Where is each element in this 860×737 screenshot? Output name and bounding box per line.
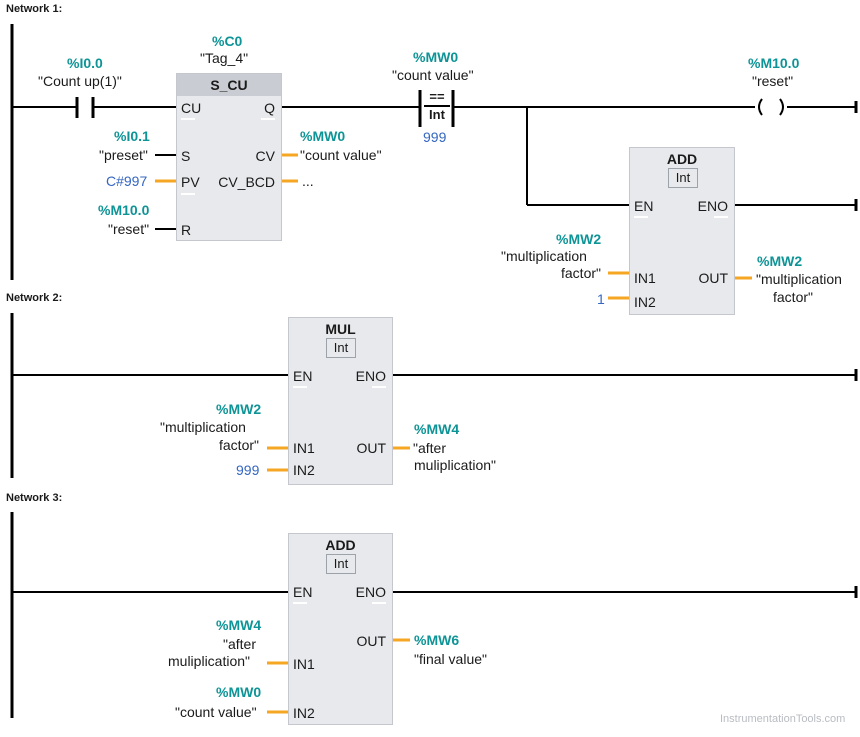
- add3-in1-tag-line1: "after: [223, 636, 256, 652]
- counter-tag: "Tag_4": [200, 50, 249, 66]
- contact-tag: "Count up(1)": [38, 73, 122, 89]
- pin-en: EN: [293, 584, 313, 600]
- pin-in1: IN1: [634, 270, 656, 286]
- pin-r: R: [181, 222, 192, 238]
- compare-tag: "count value": [392, 67, 474, 83]
- counter-address: %C0: [212, 33, 243, 49]
- add3-in2-tag: "count value": [175, 704, 257, 720]
- pin-pv: PV: [181, 174, 200, 190]
- add3-block-name: ADD: [325, 537, 356, 553]
- add3-in2-address: %MW0: [216, 684, 262, 700]
- pin-in2: IN2: [293, 462, 315, 478]
- add-block-type: Int: [668, 168, 698, 188]
- pin-in2: IN2: [634, 294, 656, 310]
- add3-block-type: Int: [326, 554, 356, 574]
- mul-in1-tag-line2: factor": [219, 437, 259, 453]
- add1-in1-tag-line1: "multiplication: [501, 248, 587, 264]
- mul-in1-tag-line1: "multiplication: [160, 419, 246, 435]
- pin-q: Q: [264, 100, 275, 116]
- mul-out-tag-line1: "after: [413, 440, 446, 456]
- compare-value: 999: [423, 129, 447, 145]
- pv-value: C#997: [106, 173, 148, 189]
- s-address: %I0.1: [114, 128, 150, 144]
- r-tag: "reset": [108, 221, 150, 237]
- pin-eno: ENO: [697, 198, 728, 214]
- mul-block-name: MUL: [325, 321, 356, 337]
- contact-address: %I0.0: [67, 55, 103, 71]
- pin-out: OUT: [356, 633, 386, 649]
- pin-out: OUT: [356, 440, 386, 456]
- s-tag: "preset": [99, 147, 148, 163]
- r-address: %M10.0: [98, 202, 150, 218]
- pin-in1: IN1: [293, 440, 315, 456]
- mul-out-address: %MW4: [414, 421, 460, 437]
- cv-bcd-value: ...: [302, 173, 314, 189]
- add-block-network-1[interactable]: ADD Int EN ENO IN1 IN2 OUT: [629, 147, 735, 315]
- add3-in1-address: %MW4: [216, 617, 262, 633]
- add1-in1-tag-line2: factor": [561, 265, 601, 281]
- mul-block[interactable]: MUL Int EN ENO IN1 IN2 OUT: [288, 317, 393, 485]
- add1-in2-value: 1: [597, 291, 605, 307]
- pin-eno: ENO: [355, 368, 386, 384]
- mul-in1-address: %MW2: [216, 401, 262, 417]
- cv-address: %MW0: [300, 128, 346, 144]
- pin-cv-bcd: CV_BCD: [218, 174, 275, 190]
- watermark: InstrumentationTools.com: [720, 713, 846, 725]
- coil-left-arc: [758, 98, 763, 116]
- pin-eno: ENO: [355, 584, 386, 600]
- network-3-title: Network 3:: [6, 492, 63, 504]
- add1-out-address: %MW2: [757, 253, 803, 269]
- coil-tag: "reset": [752, 73, 794, 89]
- pin-cv: CV: [255, 148, 275, 164]
- add3-out-address: %MW6: [414, 632, 460, 648]
- network-1-title: Network 1:: [6, 3, 63, 15]
- pin-s: S: [181, 148, 191, 164]
- mul-block-type: Int: [326, 338, 356, 358]
- network-2-title: Network 2:: [6, 292, 63, 304]
- add3-out-tag: "final value": [414, 651, 487, 667]
- pin-in1: IN1: [293, 656, 315, 672]
- compare-address: %MW0: [413, 49, 459, 65]
- add1-in1-address: %MW2: [556, 231, 602, 247]
- coil-address: %M10.0: [748, 55, 800, 71]
- pin-en: EN: [634, 198, 654, 214]
- compare-instruction[interactable]: == Int: [421, 90, 453, 122]
- add-block-network-3[interactable]: ADD Int EN ENO IN1 IN2 OUT: [288, 533, 393, 725]
- coil-right-arc: [779, 98, 784, 116]
- add-block-name: ADD: [666, 151, 698, 167]
- counter-block-s-cu[interactable]: S_CU CU Q S CV PV CV_BCD R: [176, 73, 282, 241]
- compare-type: Int: [429, 107, 445, 122]
- add3-in1-tag-line2: muliplication": [168, 653, 251, 669]
- mul-in2-value: 999: [236, 462, 260, 478]
- add1-out-tag-line2: factor": [773, 289, 813, 305]
- pin-in2: IN2: [293, 705, 315, 721]
- add1-out-tag-line1: "multiplication: [756, 271, 842, 287]
- mul-out-tag-line2: muliplication": [414, 457, 497, 473]
- pin-en: EN: [293, 368, 313, 384]
- pin-out: OUT: [698, 270, 728, 286]
- counter-block-name: S_CU: [177, 74, 281, 96]
- compare-operator: ==: [429, 89, 445, 104]
- cv-tag: "count value": [300, 147, 382, 163]
- pin-cu: CU: [181, 100, 202, 116]
